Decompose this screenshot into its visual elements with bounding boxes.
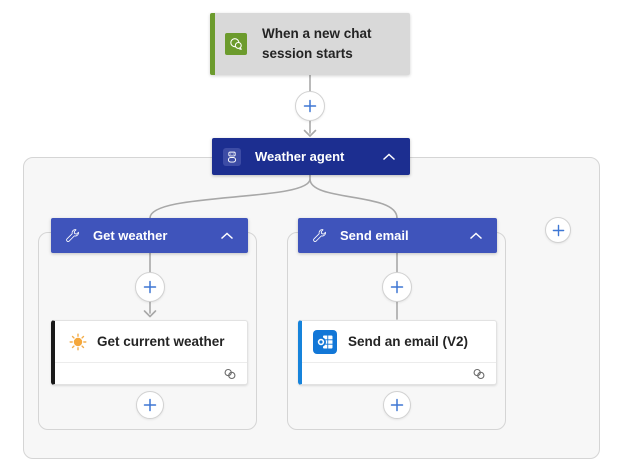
tool-card-label: Get weather xyxy=(93,228,168,243)
plus-after-trigger-button[interactable] xyxy=(295,91,325,121)
agent-card[interactable]: Weather agent xyxy=(212,138,410,175)
tool-card-label: Send email xyxy=(340,228,409,243)
wrench-icon xyxy=(64,228,80,244)
action-title-row: Send an email (V2) xyxy=(302,321,496,363)
send-email-collapse-button[interactable] xyxy=(465,230,487,242)
action-card-send-an-email-v2[interactable]: Send an email (V2) xyxy=(298,320,497,385)
linked-rings-icon xyxy=(224,368,236,379)
plus-add-tool-button[interactable] xyxy=(545,217,571,243)
plus-in-get-weather-button[interactable] xyxy=(135,272,165,302)
plus-icon xyxy=(143,280,157,294)
action-label: Send an email (V2) xyxy=(348,334,469,349)
wrench-icon xyxy=(311,228,327,244)
plus-in-send-email-button[interactable] xyxy=(382,272,412,302)
linked-rings-icon xyxy=(473,368,485,379)
plus-after-get-current-weather-button[interactable] xyxy=(136,391,164,419)
plus-icon xyxy=(552,224,564,236)
plus-icon xyxy=(390,280,404,294)
sun-icon xyxy=(68,332,88,352)
action-footer xyxy=(55,363,247,384)
agent-collapse-button[interactable] xyxy=(378,151,400,163)
chevron-up-icon xyxy=(220,231,234,239)
trigger-title: When a new chat session starts xyxy=(262,26,372,61)
plus-icon xyxy=(143,398,157,412)
plus-icon xyxy=(303,99,317,113)
chat-bubbles-icon xyxy=(225,33,247,55)
arrow-down-icon xyxy=(303,129,317,137)
plus-icon xyxy=(390,398,404,412)
outlook-icon xyxy=(313,329,337,354)
chevron-up-icon xyxy=(469,231,483,239)
trigger-card[interactable]: When a new chat session starts xyxy=(210,13,410,75)
tool-card-get-weather[interactable]: Get weather xyxy=(51,218,248,253)
agent-card-label: Weather agent xyxy=(255,149,345,164)
action-title-row: Get current weather xyxy=(55,321,247,363)
action-card-get-current-weather[interactable]: Get current weather xyxy=(51,320,248,385)
action-label: Get current weather xyxy=(97,334,225,349)
chevron-up-icon xyxy=(382,152,396,160)
tool-card-send-email[interactable]: Send email xyxy=(298,218,497,253)
action-footer xyxy=(302,363,496,384)
get-weather-collapse-button[interactable] xyxy=(216,230,238,242)
plus-after-send-email-v2-button[interactable] xyxy=(383,391,411,419)
robot-icon xyxy=(223,147,241,166)
